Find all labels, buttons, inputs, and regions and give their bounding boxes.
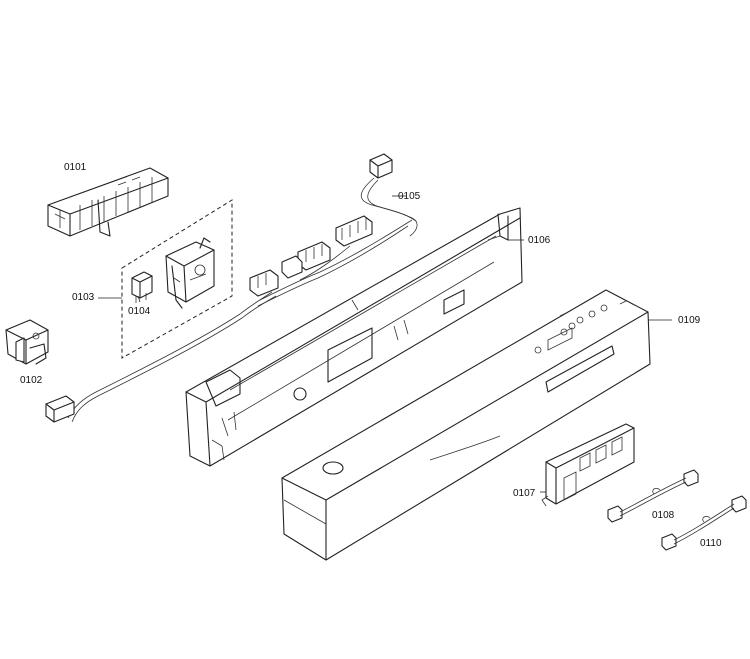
label-0104: 0104 <box>128 306 151 317</box>
label-0106: 0106 <box>528 235 551 246</box>
label-0105: 0105 <box>398 191 421 202</box>
label-0102: 0102 <box>20 375 43 386</box>
part-0106-frame[interactable] <box>185 207 523 467</box>
part-switch-assembly[interactable] <box>165 237 215 309</box>
label-0110: 0110 <box>700 538 722 549</box>
part-0102-actuator[interactable] <box>5 319 49 365</box>
part-0103-group-box <box>121 199 233 359</box>
part-0108-cable[interactable] <box>607 469 699 523</box>
part-0107-pcb[interactable] <box>541 423 635 507</box>
label-0101: 0101 <box>64 162 87 173</box>
part-0109-fascia[interactable] <box>281 289 651 561</box>
label-0107: 0107 <box>513 488 536 499</box>
label-0103: 0103 <box>72 292 95 303</box>
part-0110-cable[interactable] <box>661 495 747 551</box>
part-0105-wire-harness[interactable] <box>45 153 418 423</box>
label-0108: 0108 <box>652 510 675 521</box>
part-0101-control-module[interactable] <box>47 167 169 237</box>
part-0104-relay[interactable] <box>131 271 153 303</box>
label-0109: 0109 <box>678 315 701 326</box>
leader-lines <box>98 195 672 493</box>
